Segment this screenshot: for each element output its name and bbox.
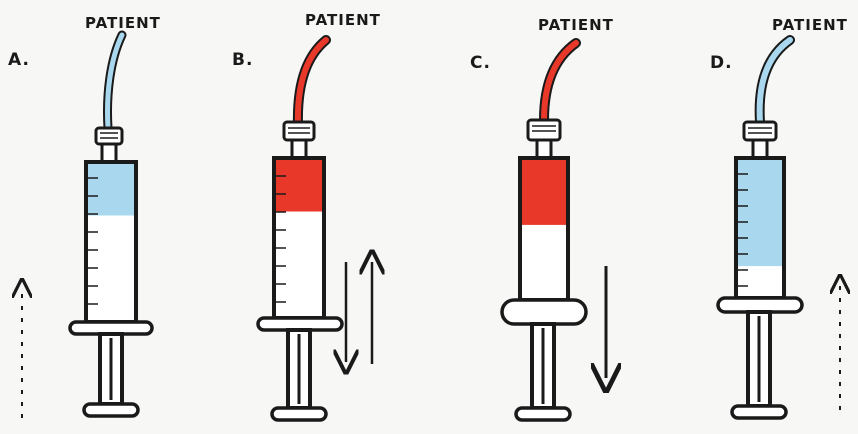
flange-d: [718, 298, 802, 312]
neck-a: [102, 144, 116, 162]
syringe-d: [718, 40, 802, 418]
thumb-rest-a: [84, 404, 138, 416]
syringe-b: [258, 40, 342, 420]
syringe-a: [70, 35, 152, 416]
thumb-rest-d: [732, 406, 786, 418]
fluid-d: [738, 160, 782, 266]
hub-b: [284, 122, 314, 140]
thumb-rest-b: [272, 408, 326, 420]
syringe-c: [502, 43, 586, 420]
neck-c: [537, 140, 551, 158]
fluid-b: [276, 160, 322, 212]
thumb-rest-c: [516, 408, 570, 420]
neck-d: [753, 140, 767, 158]
flange-c: [502, 300, 586, 324]
hub-c: [528, 120, 560, 140]
hub-a: [96, 128, 122, 144]
fluid-c: [522, 160, 566, 225]
fluid-a: [88, 164, 134, 216]
hub-d: [744, 122, 776, 140]
neck-b: [292, 140, 306, 158]
